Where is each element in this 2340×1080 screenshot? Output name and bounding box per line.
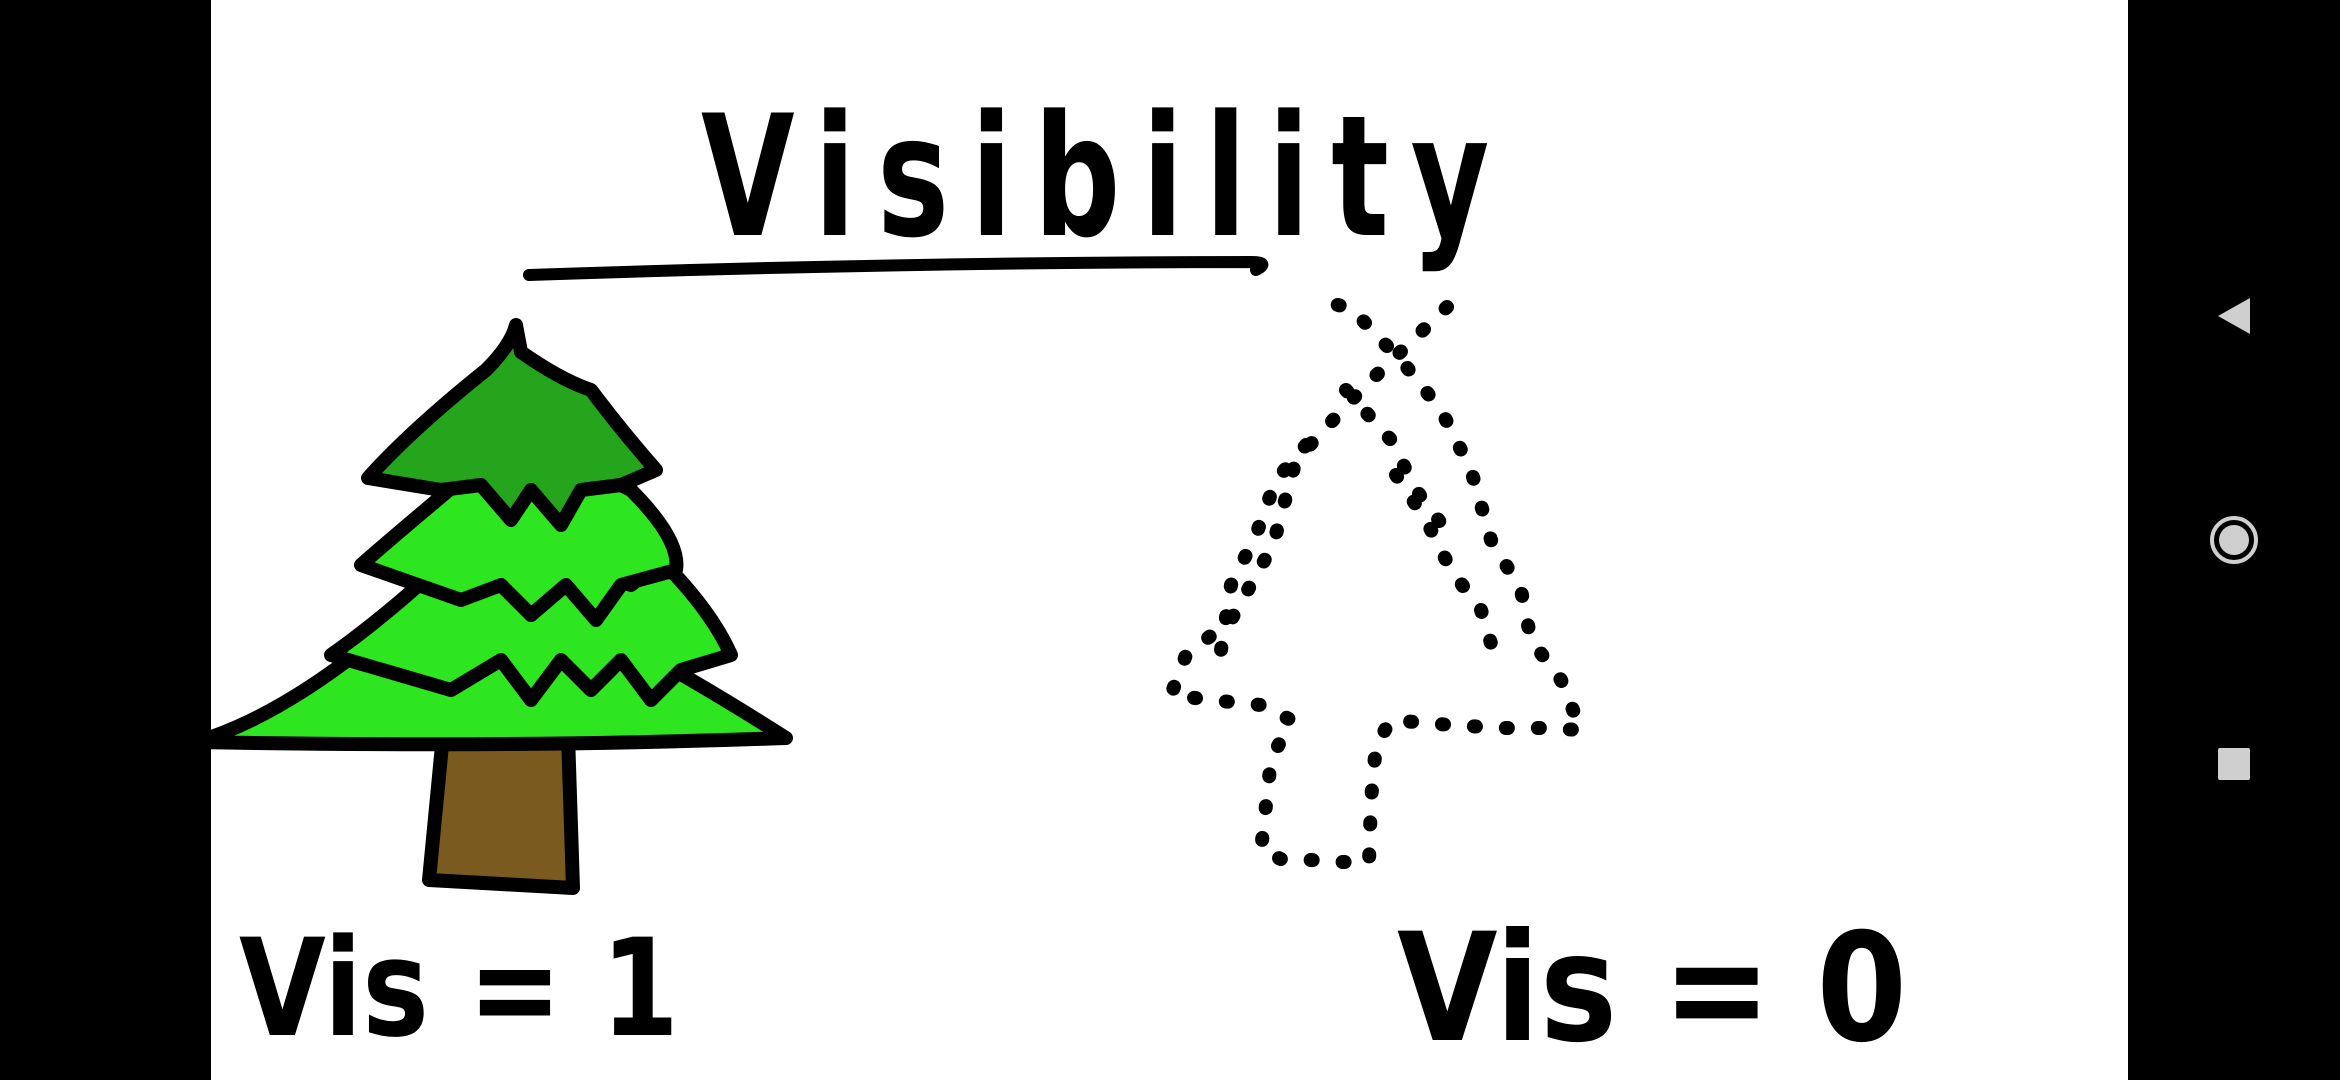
square-recents-icon	[2218, 748, 2250, 780]
circle-home-icon	[2210, 516, 2258, 564]
navigation-bar	[2128, 0, 2340, 1080]
drawing-canvas: Visibility	[211, 0, 2128, 1080]
dotted-tree-inner-right	[1389, 468, 1503, 667]
back-button[interactable]	[2184, 266, 2284, 366]
tree-trunk	[422, 728, 580, 895]
dotted-tree-inner-left	[1214, 438, 1313, 657]
tree-tier-middle	[354, 463, 684, 627]
visible-label: Vis = 1	[239, 910, 679, 1067]
triangle-back-icon	[2218, 298, 2250, 334]
title-text: Visibility	[701, 79, 1511, 275]
tree-tier-top	[361, 318, 663, 532]
recents-button[interactable]	[2184, 714, 2284, 814]
title-underline	[523, 255, 1269, 281]
invisible-label: Vis = 0	[1397, 902, 1907, 1076]
drawing-svg: Visibility	[211, 79, 1907, 1076]
home-button[interactable]	[2184, 490, 2284, 590]
dotted-tree-branch-right	[1339, 383, 1453, 537]
visible-tree	[211, 318, 793, 895]
invisible-tree	[1161, 293, 1592, 869]
